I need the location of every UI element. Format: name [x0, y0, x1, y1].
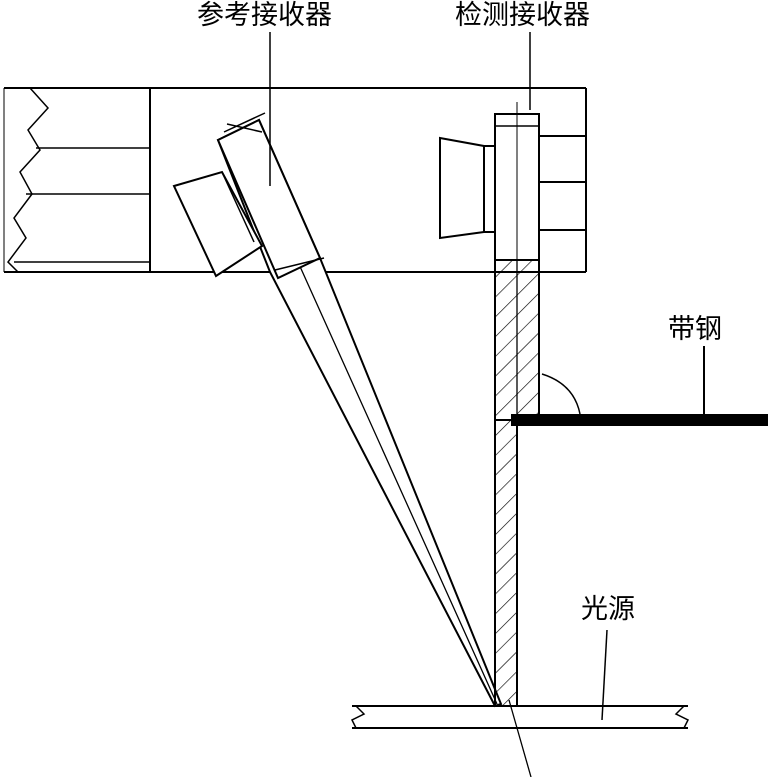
reference-head	[218, 120, 320, 278]
reference-lens	[174, 172, 262, 276]
optical-axis-lower	[509, 700, 531, 777]
detection-receiver-label: 检测接收器	[455, 0, 590, 31]
reference-receiver-label: 参考接收器	[197, 0, 332, 31]
reference-receiver	[174, 113, 501, 706]
light-source	[352, 630, 688, 728]
light-source-leader	[602, 630, 607, 720]
detection-lens	[440, 138, 484, 238]
light-source-label: 光源	[581, 594, 635, 625]
steel-strip	[511, 346, 768, 426]
steel-strip-label: 带钢	[668, 314, 722, 345]
break-section	[4, 88, 150, 272]
